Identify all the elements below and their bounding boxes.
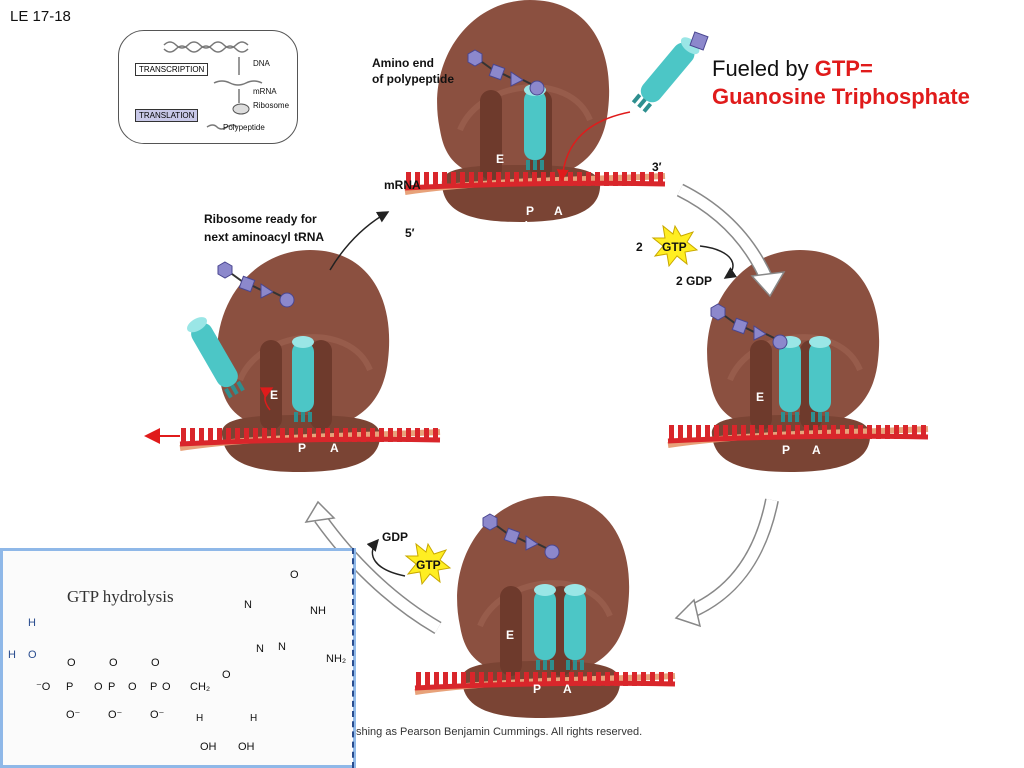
left-e-site-label: E [270, 388, 279, 402]
three-prime-label: 3′ [652, 160, 662, 174]
atom-nh: NH [310, 605, 326, 617]
atom-o-bridge-3: O [162, 681, 171, 693]
cycle-arrow-right-outer [676, 183, 775, 285]
overview-graphics [163, 41, 263, 130]
atom-n-3: N [278, 641, 286, 653]
release-arrow [259, 387, 274, 411]
five-prime-label: 5′ [405, 226, 415, 240]
ribosome-left [180, 250, 440, 472]
gtp-arrow-bottom [366, 538, 406, 577]
overview-mrna: mRNA [253, 87, 277, 96]
cycle-arrow-bottom-head [674, 598, 702, 628]
atom-o-minus-1: O⁻ [66, 709, 81, 721]
inset-title: GTP hydrolysis [67, 587, 174, 606]
amino-end-label-1: Amino end [372, 56, 434, 70]
amino-end-label-2: of polypeptide [372, 72, 454, 86]
title-prefix: Fueled by [712, 56, 815, 81]
atom-ch2: CH₂ [190, 681, 211, 693]
cycle-arrow-bottom-outer [687, 498, 779, 619]
gtp-hydrolysis-inset: GTP hydrolysis [0, 548, 356, 768]
title-line-1: Fueled by GTP= [712, 56, 873, 82]
ribosome-bottom [415, 496, 675, 718]
gtp-count-label: 2 [636, 240, 643, 254]
slide-id: LE 17-18 [10, 8, 71, 25]
atom-o-bridge-1: O [94, 681, 103, 693]
bottom-a-site-label: A [563, 682, 572, 696]
overview-diagram: TRANSCRIPTION TRANSLATION DNA mRNA Ribos… [118, 30, 298, 144]
atom-h-ring-1: H [196, 713, 204, 724]
bottom-p-site-label: P [533, 682, 542, 696]
atom-o-top-3: O [151, 657, 160, 669]
atom-o-guanine: O [290, 569, 299, 581]
atom-n-1: N [256, 643, 264, 655]
incoming-amino-acid [689, 31, 709, 51]
ribosome-ready-label-2: next aminoacyl tRNA [204, 230, 325, 244]
atom-p-2: P [108, 681, 116, 693]
left-p-site-label: P [298, 441, 307, 455]
right-a-site-label: A [812, 443, 821, 457]
atom-nh2: NH₂ [326, 653, 347, 665]
atom-o-minus-left: ⁻O [36, 681, 51, 693]
top-p-site-label: P [526, 204, 535, 218]
atom-h-top: H [28, 617, 36, 629]
title-highlight: GTP= [814, 56, 873, 81]
copyright-notice: shing as Pearson Benjamin Cummings. All … [356, 726, 643, 738]
cycle-arrow-right-inner [677, 185, 774, 285]
title-line-2: Guanosine Triphosphate [712, 84, 970, 109]
atom-oh-1: OH [200, 741, 217, 753]
cycle-arrow-left-head [304, 500, 336, 523]
bottom-e-site-label: E [506, 628, 515, 642]
gtp-arrow-top [699, 245, 738, 279]
ribosome-top [405, 0, 665, 222]
atom-o-minus-2: O⁻ [108, 709, 123, 721]
ribosome-ready-label-1: Ribosome ready for [204, 212, 317, 226]
atom-o-ring: O [222, 669, 231, 681]
inset-divider [352, 548, 354, 768]
gtp-bottom-label: GTP [416, 558, 441, 572]
gdp-label: GDP [382, 530, 409, 544]
atom-o-bridge-2: O [128, 681, 137, 693]
gtp-top-label: GTP [662, 240, 687, 254]
gdp-two-label: 2 GDP [676, 274, 713, 288]
overview-translation: TRANSLATION [135, 109, 199, 122]
entry-arrow [556, 111, 631, 182]
left-a-site-label: A [330, 441, 339, 455]
mrna-label: mRNA [384, 178, 421, 192]
atom-oh-2: OH [238, 741, 255, 753]
overview-transcription: TRANSCRIPTION [135, 63, 209, 76]
atom-o-minus-3: O⁻ [150, 709, 165, 721]
right-p-site-label: P [782, 443, 791, 457]
top-a-site-label: A [554, 204, 563, 218]
cycle-arrow-bottom-inner [687, 498, 778, 618]
overview-polypeptide: Polypeptide [223, 123, 265, 132]
atom-h-left: H [8, 649, 16, 661]
top-e-site-label: E [496, 152, 505, 166]
right-e-site-label: E [756, 390, 765, 404]
overview-dna: DNA [253, 59, 270, 68]
atom-o-top-1: O [67, 657, 76, 669]
cycle-arrow-top-left [329, 211, 390, 271]
atom-h-ring-2: H [250, 713, 258, 724]
cycle-arrow-left-inner [315, 514, 441, 633]
top-site-site-label: site site [518, 219, 563, 233]
atom-n-2: N [244, 599, 252, 611]
atom-o-top-2: O [109, 657, 118, 669]
atom-o-water: O [28, 649, 37, 661]
atom-p-3: P [150, 681, 158, 693]
overview-ribosome: Ribosome [253, 101, 290, 110]
cycle-arrow-right-head [750, 271, 786, 298]
atom-p-1: P [66, 681, 74, 693]
